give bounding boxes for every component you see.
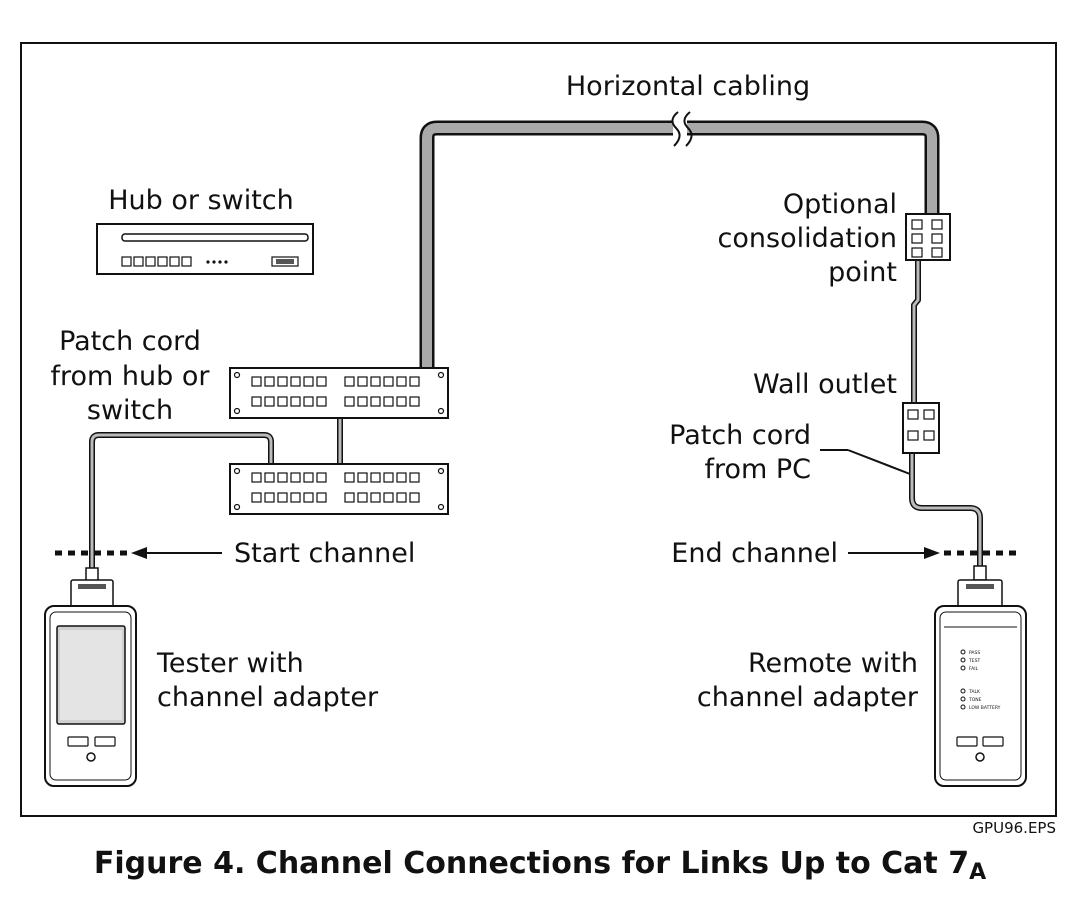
label-end-channel: End channel (671, 538, 838, 569)
tester-device (44, 567, 137, 787)
remote-device: PASS TEST FAIL TALK TONE LOW BATTERY (934, 565, 1027, 787)
figure-caption-subscript: A (969, 860, 987, 885)
label-remote-line2: channel adapter (697, 682, 919, 713)
start-channel-marker (55, 547, 222, 559)
label-tester-line2: channel adapter (157, 682, 379, 713)
label-optional-cp-line1: Optional (783, 189, 897, 220)
label-patch-cord-hub-line3: switch (87, 395, 173, 426)
patch-panel-lower (229, 463, 449, 515)
remote-led-fail: FAIL (969, 666, 979, 672)
patch-panel-upper (229, 367, 449, 419)
end-channel-marker (848, 547, 1017, 559)
remote-led-pass: PASS (969, 650, 980, 656)
remote-led-tone: TONE (968, 697, 982, 703)
label-tester-line1: Tester with (156, 648, 304, 679)
diagram-frame (20, 42, 1057, 817)
label-patch-cord-hub-line2: from hub or (51, 361, 211, 392)
thin-cables (89, 254, 983, 570)
wall-outlet-box (902, 402, 940, 454)
label-horizontal-cabling: Horizontal cabling (566, 71, 810, 102)
remote-led-low-battery: LOW BATTERY (969, 705, 1001, 711)
horizontal-cabling (419, 111, 940, 368)
label-patch-cord-hub-line1: Patch cord (59, 326, 201, 357)
patch-cord-pc-leader-diag (847, 449, 911, 475)
label-patch-cord-pc-line2: from PC (704, 454, 811, 485)
label-remote-line1: Remote with (748, 648, 918, 679)
remote-led-talk: TALK (968, 689, 981, 695)
label-wall-outlet: Wall outlet (753, 369, 897, 400)
figure-caption: Figure 4. Channel Connections for Links … (0, 846, 1080, 885)
file-id: GPU96.EPS (972, 819, 1056, 837)
figure-caption-text: Figure 4. Channel Connections for Links … (93, 846, 970, 881)
label-start-channel: Start channel (234, 538, 415, 569)
label-hub-switch: Hub or switch (108, 185, 294, 216)
consolidation-point-box (905, 213, 951, 261)
hub-switch-device (96, 223, 314, 275)
remote-led-test: TEST (968, 658, 980, 664)
label-patch-cord-pc-line1: Patch cord (669, 420, 811, 451)
label-optional-cp-line2: consolidation (718, 223, 897, 254)
label-optional-cp-line3: point (828, 257, 897, 288)
